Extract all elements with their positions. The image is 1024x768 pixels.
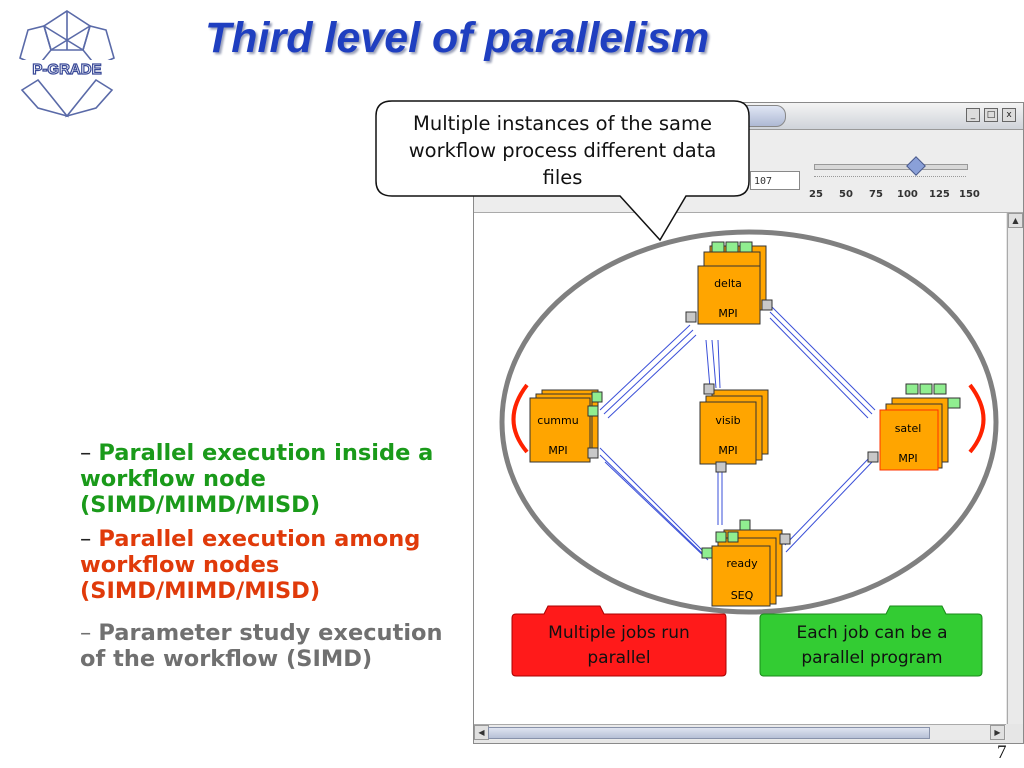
right-paren-mark bbox=[968, 383, 986, 454]
node-type: MPI bbox=[898, 452, 917, 465]
workflow-node-ready[interactable]: ready SEQ bbox=[701, 519, 791, 607]
vertical-scrollbar[interactable]: ▲ bbox=[1007, 213, 1023, 724]
logo-wordmark: P-GRADE bbox=[32, 61, 101, 78]
horizontal-scroll-thumb[interactable] bbox=[488, 727, 930, 739]
zoom-slider-ticks bbox=[814, 176, 966, 181]
node-name: ready bbox=[726, 557, 758, 570]
page-number: 7 bbox=[997, 742, 1007, 763]
node-type: MPI bbox=[718, 307, 737, 320]
workflow-node-satel[interactable]: satel MPI bbox=[867, 383, 961, 471]
bullet-inside-node: – Parallel execution inside a workflow n… bbox=[80, 440, 470, 518]
node-name: cummu bbox=[537, 414, 578, 427]
node-name: satel bbox=[895, 422, 922, 435]
zoom-tick-label: 125 bbox=[929, 189, 950, 200]
node-name: delta bbox=[714, 277, 742, 290]
bullet-text: Parameter study execution of the workflo… bbox=[80, 620, 443, 672]
bullet-among-nodes: – Parallel execution among workflow node… bbox=[80, 526, 470, 604]
zoom-tick-label: 25 bbox=[809, 189, 823, 200]
zoom-tick-label: 150 bbox=[959, 189, 980, 200]
bullet-text: Parallel execution inside a workflow nod… bbox=[80, 440, 434, 518]
node-type: SEQ bbox=[731, 589, 754, 602]
node-type: MPI bbox=[718, 444, 737, 457]
minimize-button[interactable]: _ bbox=[966, 108, 980, 122]
bullet-dash: – bbox=[80, 620, 99, 646]
slide-title: Third level of parallelism bbox=[205, 14, 710, 62]
green-label-text: Each job can be a parallel program bbox=[796, 623, 948, 668]
maximize-button[interactable]: □ bbox=[984, 108, 998, 122]
node-type: MPI bbox=[548, 444, 567, 457]
parallel-instances-ellipse bbox=[499, 229, 999, 615]
p-grade-logo: P-GRADE bbox=[12, 10, 122, 118]
bullet-dash: – bbox=[80, 526, 99, 552]
workflow-node-delta[interactable]: delta MPI bbox=[685, 241, 773, 325]
node-name: visib bbox=[715, 414, 740, 427]
zoom-tick-label: 50 bbox=[839, 189, 853, 200]
scroll-up-icon[interactable]: ▲ bbox=[1008, 213, 1023, 228]
zoom-tick-label: 75 bbox=[869, 189, 883, 200]
bullet-text: Parallel execution among workflow nodes … bbox=[80, 526, 421, 604]
bullet-parameter-study: – Parameter study execution of the workf… bbox=[80, 620, 470, 672]
bullet-dash: – bbox=[80, 440, 99, 466]
horizontal-scrollbar[interactable]: ◀ ▶ bbox=[474, 724, 1006, 740]
workflow-node-visib[interactable]: visib MPI bbox=[699, 383, 769, 473]
zoom-tick-label: 100 bbox=[897, 189, 918, 200]
scroll-right-icon[interactable]: ▶ bbox=[990, 725, 1005, 740]
left-paren-mark bbox=[511, 383, 529, 454]
red-label-text: Multiple jobs run parallel bbox=[548, 623, 690, 668]
callout-text: Multiple instances of the same workflow … bbox=[408, 112, 717, 189]
workflow-node-cummu[interactable]: cummu MPI bbox=[529, 389, 603, 463]
close-button[interactable]: x bbox=[1002, 108, 1016, 122]
workflow-edges bbox=[599, 304, 876, 561]
zoom-input[interactable]: 107 bbox=[750, 171, 800, 190]
zoom-slider-track[interactable] bbox=[814, 164, 968, 170]
